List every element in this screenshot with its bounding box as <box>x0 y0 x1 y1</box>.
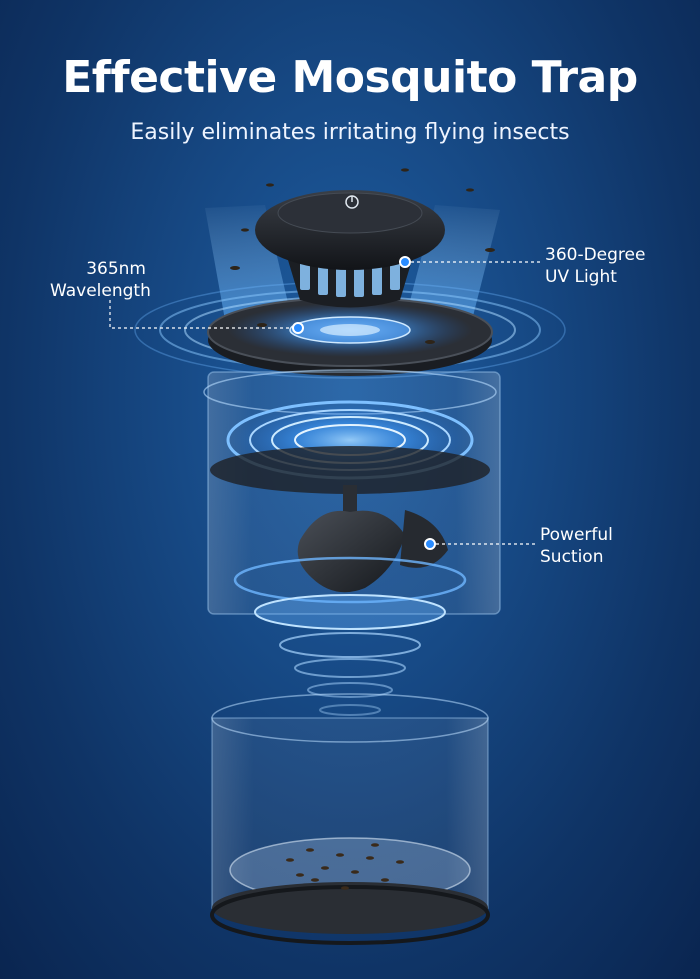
trapped-insects <box>286 843 404 890</box>
callout-dots <box>292 256 436 550</box>
flying-mosquitoes <box>230 168 495 344</box>
page-subtitle: Easily eliminates irritating flying inse… <box>130 120 570 145</box>
fan-chamber <box>203 369 501 630</box>
top-cap <box>255 190 445 308</box>
callout-wavelength-line1: 365nm <box>86 259 146 279</box>
callout-suction: Powerful Suction <box>540 524 613 568</box>
callout-wavelength-line2: Wavelength <box>50 281 151 301</box>
callout-wavelength: 365nm Wavelength <box>50 258 151 302</box>
callout-suction-line2: Suction <box>540 547 604 567</box>
page-title: Effective Mosquito Trap <box>62 52 638 103</box>
callout-suction-line1: Powerful <box>540 525 613 545</box>
top-grate-plate <box>207 297 493 376</box>
callout-uv-light-line1: 360-Degree <box>545 245 646 265</box>
airflow-rings <box>279 632 421 716</box>
callout-uv-light: 360-Degree UV Light <box>545 244 645 288</box>
callout-uv-light-line2: UV Light <box>545 267 617 287</box>
callout-lines <box>109 261 540 545</box>
collection-container <box>210 693 490 945</box>
